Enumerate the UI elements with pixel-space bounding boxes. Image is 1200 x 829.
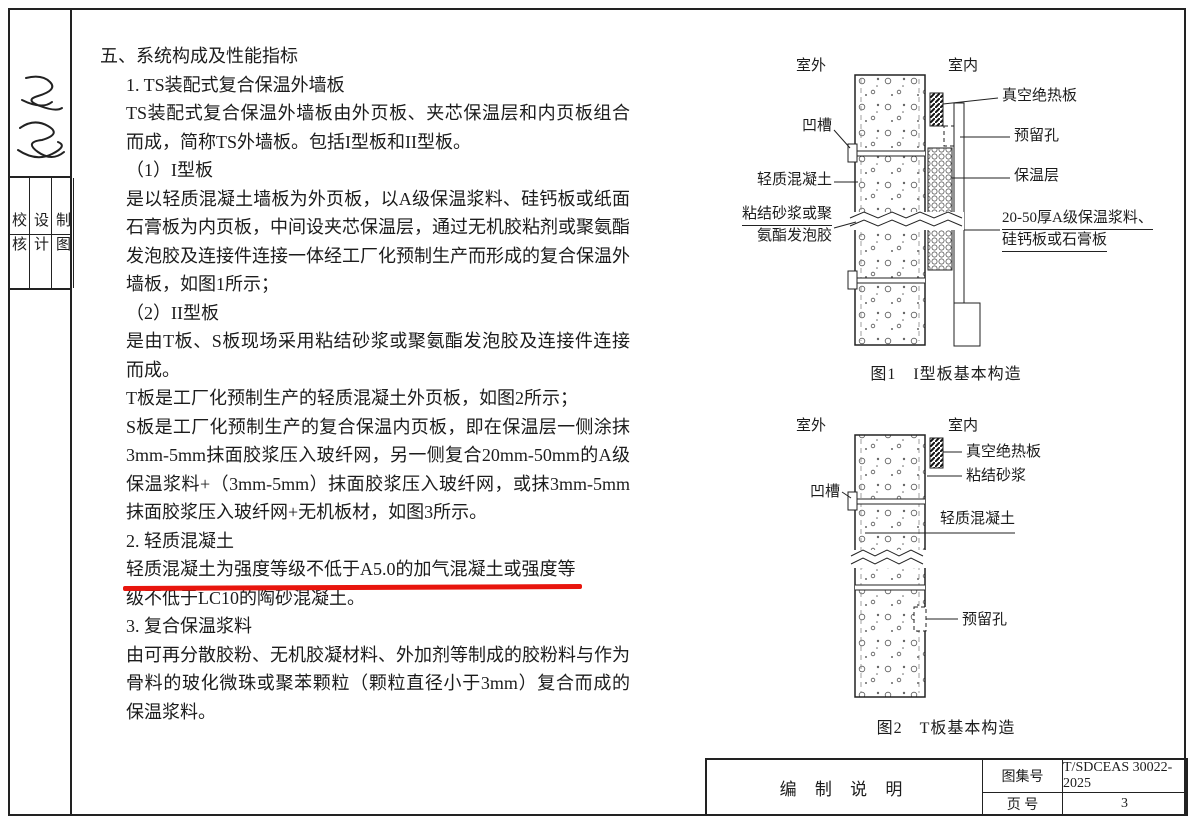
figure-2: 室外 室内 真空绝热板 粘结砂浆 凹槽 轻质混凝土 预留孔 图2 T板基本构造: [700, 402, 1192, 747]
role-label-design: 设计: [30, 178, 52, 288]
fig2-label-vacuum-panel: 真空绝热板: [966, 444, 1042, 460]
item-3-title: 3. 复合保温浆料: [126, 616, 252, 636]
item-1-title: 1. TS装配式复合保温外墙板: [126, 74, 345, 95]
fig2-label-outdoor: 室外: [796, 418, 827, 434]
fig1-label-inner-board-line2: 硅钙板或石膏板: [1002, 230, 1108, 252]
fig2-label-mortar: 粘结砂浆: [966, 468, 1027, 484]
fig1-label-insulation: 保温层: [1014, 168, 1060, 184]
fig2-label-concrete: 轻质混凝土: [940, 511, 1016, 527]
role-grid: 校核 设计 制图: [8, 176, 74, 290]
leader-lines: [833, 97, 1010, 231]
panel-joint-lines: [855, 150, 925, 284]
fig2-label-groove: 凹槽: [809, 484, 840, 500]
para-type1-board: 是以轻质混凝土墙板为外页板，以A级保温浆料、硅钙板或纸面石膏板为内页板，中间设夹…: [126, 188, 630, 295]
fig1-label-outdoor: 室外: [796, 58, 827, 74]
fig1-label-concrete: 轻质混凝土: [756, 172, 832, 188]
fig1-label-mortar-line2: 氨酯发泡胶: [756, 228, 832, 244]
atlas-no-value: T/SDCEAS 30022-2025: [1063, 760, 1186, 793]
break-symbol: [850, 549, 930, 568]
panel-joint-lines: [855, 498, 925, 591]
item-2-title: 2. 轻质混凝土: [126, 530, 234, 551]
doc-title: 编 制 说 明: [707, 760, 983, 814]
subitem-2-title: （2）II型板: [126, 302, 219, 323]
subitem-1-title: （1）I型板: [126, 160, 213, 180]
role-label-check: 校核: [8, 178, 30, 288]
handwritten-signature-1: [17, 75, 65, 159]
vacuum-insulation-panel: [929, 92, 944, 127]
fig1-label-inner-board-line1: 20-50厚A级保温浆料、: [1002, 208, 1153, 230]
para-t-board: T板是工厂化预制生产的轻质混凝土外页板，如图2所示；: [126, 388, 578, 408]
red-underline-highlight: 轻质混凝土为强度等级不低于A5.0的加气混凝土或强度等: [126, 555, 576, 584]
section-heading: 五、系统构成及性能指标: [100, 46, 298, 66]
atlas-no-label: 图集号: [983, 760, 1063, 793]
vacuum-insulation-panel: [929, 437, 944, 469]
fig1-label-mortar: 粘结砂浆或聚 氨酯发泡胶: [708, 204, 832, 246]
break-symbol: [849, 211, 964, 230]
signature-strip: 校核 设计 制图: [8, 8, 74, 816]
title-block: 编 制 说 明 图集号 T/SDCEAS 30022-2025 页 号 3: [705, 758, 1188, 816]
page-frame: [8, 8, 1186, 816]
concrete-column: [854, 74, 926, 346]
fig1-label-mortar-line1: 粘结砂浆或聚: [741, 204, 832, 226]
para-lightweight-concrete-line2: 级不低于LC10的陶砂混凝土。: [126, 587, 365, 608]
inner-board: [953, 102, 981, 347]
signature-area: [8, 70, 70, 176]
fig1-label-vacuum-panel: 真空绝热板: [1002, 88, 1078, 104]
role-label-draft: 制图: [52, 178, 74, 288]
fig1-label-groove: 凹槽: [801, 118, 832, 134]
para-ts-panel: TS装配式复合保温外墙板由外页板、夹芯保温层和内页板组合而成，简称TS外墙板。包…: [126, 103, 630, 152]
insulation-honeycomb-layer: [927, 147, 953, 271]
para-type2-board: 是由T板、S板现场采用粘结砂浆或聚氨酯发泡胶及连接件连接而成。: [126, 331, 630, 380]
fig1-caption: 图1 I型板基本构造: [870, 366, 1022, 383]
page-no-label: 页 号: [983, 793, 1063, 814]
role-grid-divider: [8, 234, 70, 235]
fig2-caption: 图2 T板基本构造: [876, 720, 1016, 737]
groove-notch: [847, 143, 858, 290]
reserved-hole: [913, 606, 927, 632]
fig2-drawing: [841, 434, 1015, 698]
para-s-board: S板是工厂化预制生产的复合保温内页板，即在保温层一侧涂抹3mm-5mm抹面胶浆压…: [126, 416, 630, 523]
fig2-label-indoor: 室内: [948, 418, 979, 434]
figure-1: 室外 室内 真空绝热板 预留孔 保温层 20-50厚A级保温浆料、 硅钙板或石膏…: [700, 48, 1192, 398]
fig1-label-reserved-hole: 预留孔: [1014, 128, 1060, 144]
page-no-value: 3: [1121, 795, 1128, 811]
leader-lines: [841, 451, 1015, 620]
fig1-label-inner-board: 20-50厚A级保温浆料、 硅钙板或石膏板: [1002, 208, 1153, 252]
main-text-column: 五、系统构成及性能指标 1. TS装配式复合保温外墙板 TS装配式复合保温外墙板…: [100, 42, 630, 726]
fig2-label-reserved-hole: 预留孔: [962, 612, 1008, 628]
fig1-drawing: [833, 74, 1010, 347]
fig1-label-indoor: 室内: [948, 58, 979, 74]
para-lightweight-concrete-line1: 轻质混凝土为强度等级不低于A5.0的加气混凝土或强度等: [126, 555, 630, 584]
para-insulation-slurry: 由可再分散胶粉、无机胶凝材料、外加剂等制成的胶粉料与作为骨料的玻化微珠或聚苯颗粒…: [126, 644, 630, 722]
groove-notch: [847, 491, 858, 511]
